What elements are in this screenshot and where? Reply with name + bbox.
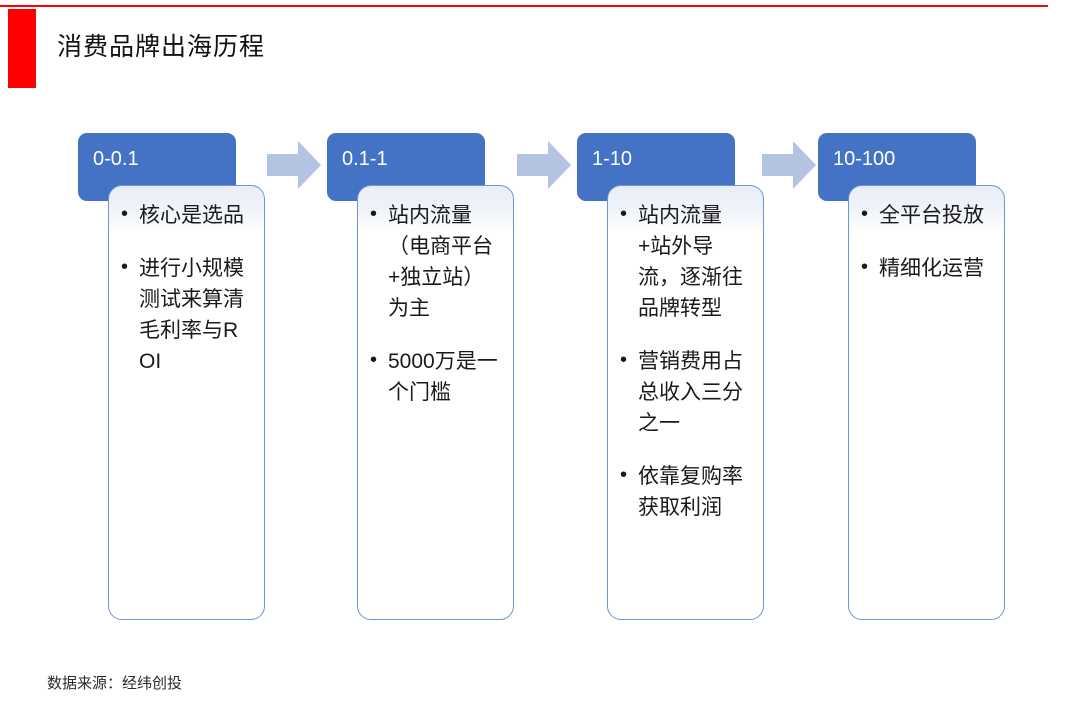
stage-card-4: 全平台投放 精细化运营 [848, 185, 1005, 620]
bullet-item: 进行小规模测试来算清毛利率与ROI [119, 252, 252, 377]
stage-header-label-2: 0.1-1 [342, 148, 388, 170]
bullet-item: 全平台投放 [859, 199, 992, 231]
bullet-list-3: 站内流量+站外导流，逐渐往品牌转型 营销费用占总收入三分之一 依靠复购率获取利润 [608, 186, 763, 523]
stage-card-2: 站内流量（电商平台+独立站）为主 5000万是一个门槛 [357, 185, 514, 620]
bullet-list-1: 核心是选品 进行小规模测试来算清毛利率与ROI [109, 186, 264, 377]
bullet-list-4: 全平台投放 精细化运营 [849, 186, 1004, 284]
arrow-stage-1-to-2 [267, 141, 321, 189]
stage-header-label-4: 10-100 [833, 148, 896, 170]
arrow-stage-2-to-3 [517, 141, 571, 189]
bullet-item: 站内流量+站外导流，逐渐往品牌转型 [618, 199, 751, 324]
bullet-item: 5000万是一个门槛 [368, 345, 501, 408]
bullet-item: 站内流量（电商平台+独立站）为主 [368, 199, 501, 324]
title-accent-bar [8, 9, 36, 88]
bullet-item: 依靠复购率获取利润 [618, 460, 751, 523]
bullet-list-2: 站内流量（电商平台+独立站）为主 5000万是一个门槛 [358, 186, 513, 408]
page-title: 消费品牌出海历程 [57, 33, 266, 61]
stage-header-label-3: 1-10 [592, 148, 633, 170]
source-note: 数据来源：经纬创投 [47, 676, 183, 692]
bullet-item: 核心是选品 [119, 199, 252, 231]
arrow-stage-3-to-4 [762, 141, 816, 189]
top-red-rule [0, 5, 1048, 7]
bullet-item: 营销费用占总收入三分之一 [618, 345, 751, 439]
stage-card-1: 核心是选品 进行小规模测试来算清毛利率与ROI [108, 185, 265, 620]
stage-header-label-1: 0-0.1 [93, 148, 139, 170]
bullet-item: 精细化运营 [859, 252, 992, 284]
stage-card-3: 站内流量+站外导流，逐渐往品牌转型 营销费用占总收入三分之一 依靠复购率获取利润 [607, 185, 764, 620]
